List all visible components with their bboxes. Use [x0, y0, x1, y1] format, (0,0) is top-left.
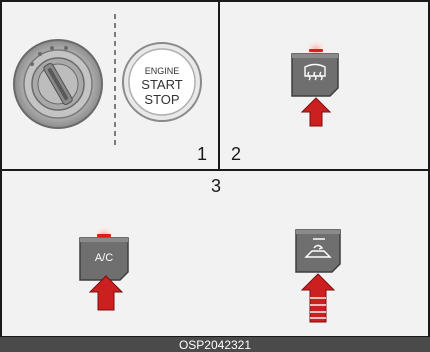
stop-label: STOP — [144, 92, 179, 107]
figure-code: OSP2042321 — [179, 338, 251, 352]
indicator-light — [309, 49, 323, 52]
engine-start-stop-button: ENGINE START STOP — [123, 43, 201, 121]
panel-label-3: 3 — [211, 176, 221, 196]
air-recirculation-button — [296, 230, 340, 272]
ac-label: A/C — [95, 252, 113, 264]
ignition-key-icon — [14, 40, 102, 128]
engine-label: ENGINE — [145, 66, 180, 76]
panel-label-2: 2 — [231, 144, 241, 164]
start-label: START — [141, 77, 182, 92]
indicator-light — [97, 234, 111, 237]
indicator-light-off — [313, 238, 325, 240]
panel-label-1: 1 — [197, 144, 207, 164]
